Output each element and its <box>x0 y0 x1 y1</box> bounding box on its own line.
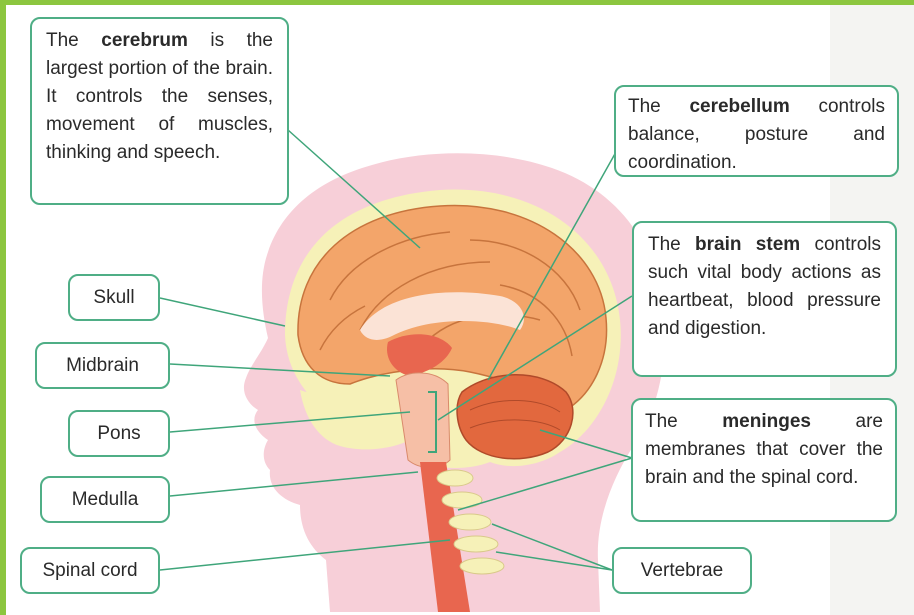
pons-label: Pons <box>68 410 170 457</box>
cerebellum-callout-term: cerebellum <box>689 96 789 117</box>
cerebrum-callout-lead: The <box>46 30 101 51</box>
medulla-label-text: Medulla <box>72 486 139 514</box>
brain-stem-callout-term: brain stem <box>695 234 800 255</box>
spinal-cord-label-text: Spinal cord <box>42 557 137 585</box>
brain-stem-callout: The brain stem controls such vital body … <box>632 221 897 377</box>
midbrain-label: Midbrain <box>35 342 170 389</box>
medulla-label: Medulla <box>40 476 170 523</box>
cerebrum-callout: The cerebrum is the largest portion of t… <box>30 17 289 205</box>
midbrain-label-text: Midbrain <box>66 352 139 380</box>
cerebellum-shape <box>457 375 573 459</box>
meninges-callout-term: meninges <box>722 411 811 432</box>
cerebrum-callout-term: cerebrum <box>101 30 188 51</box>
cerebellum-callout-lead: The <box>628 96 689 117</box>
meninges-callout-lead: The <box>645 411 722 432</box>
pons-label-text: Pons <box>97 420 140 448</box>
spinal-cord-label: Spinal cord <box>20 547 160 594</box>
skull-label: Skull <box>68 274 160 321</box>
brain-stem-callout-lead: The <box>648 234 695 255</box>
skull-label-text: Skull <box>93 284 134 312</box>
vertebrae-label: Vertebrae <box>612 547 752 594</box>
cerebellum-callout: The cerebellum controls balance, posture… <box>614 85 899 177</box>
vertebrae-label-text: Vertebrae <box>641 557 723 585</box>
meninges-callout: The meninges are membranes that cover th… <box>631 398 897 522</box>
